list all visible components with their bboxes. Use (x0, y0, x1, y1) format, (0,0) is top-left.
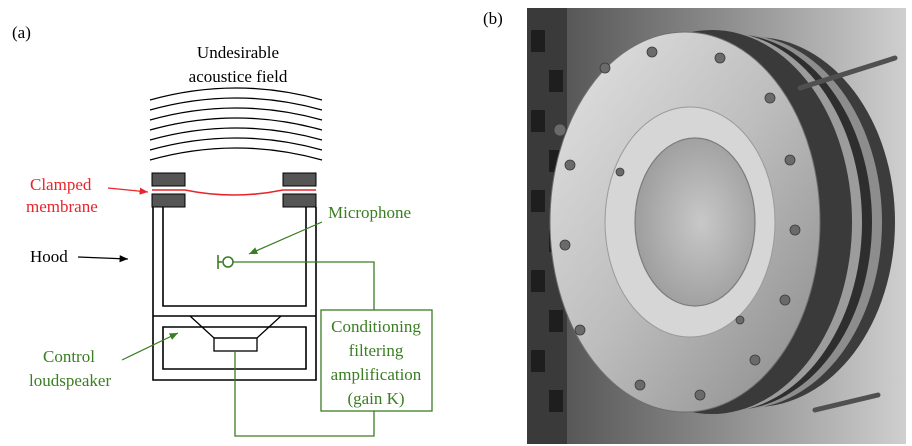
membrane-clamps (151, 172, 317, 208)
membrane-arrow (107, 187, 149, 195)
microphone-drawing (217, 255, 234, 269)
field-title-line1: Undesirable (197, 43, 279, 62)
device-photo (527, 8, 906, 444)
speaker-label-line2: loudspeaker (29, 371, 111, 390)
speaker-label-line1: Control (43, 347, 95, 366)
hood-label: Hood (30, 247, 68, 266)
microphone-arrow (248, 221, 323, 255)
control-signal-path (233, 261, 375, 437)
membrane-label-line1: Clamped (30, 175, 92, 194)
box-label-line3: amplification (331, 365, 422, 384)
panel-b: (b) (483, 8, 906, 444)
panel-a: (a) Undesirable acoustice field (12, 23, 433, 437)
conditioning-box (320, 309, 433, 412)
clamped-membrane (152, 189, 316, 196)
control-loudspeaker-drawing (189, 315, 282, 352)
speaker-arrow (121, 332, 179, 361)
box-label-line4: (gain K) (347, 389, 404, 408)
panel-a-label: (a) (12, 23, 31, 42)
acoustic-field-waves (149, 87, 323, 161)
field-title-line2: acoustice field (189, 67, 288, 86)
membrane-label-line2: membrane (26, 197, 98, 216)
microphone-label: Microphone (328, 203, 411, 222)
box-label-line2: filtering (349, 341, 404, 360)
hood-arrow (77, 255, 129, 263)
panel-b-label: (b) (483, 9, 503, 28)
box-label-line1: Conditioning (331, 317, 421, 336)
